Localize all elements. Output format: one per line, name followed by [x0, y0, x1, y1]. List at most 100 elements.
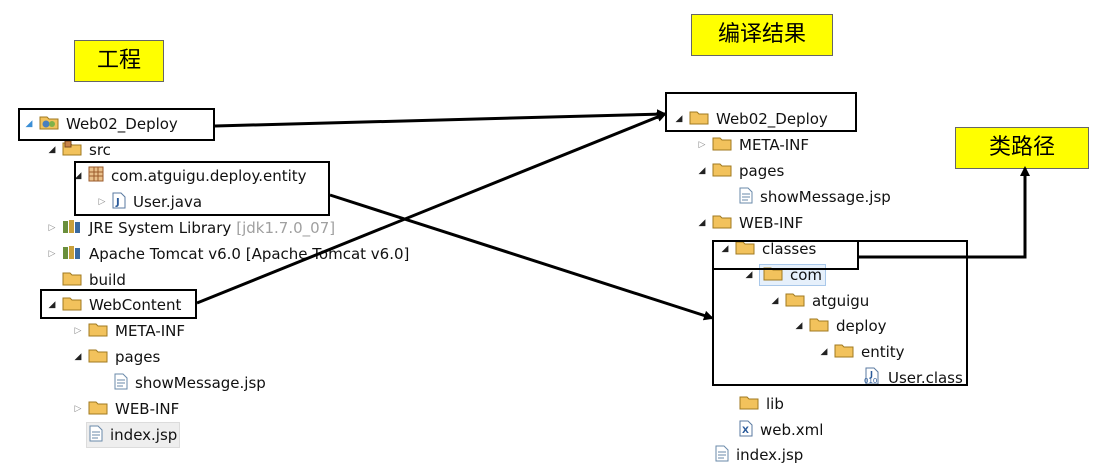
- tree-item-webcontent[interactable]: ◢ WebContent: [45, 293, 182, 317]
- expand-toggle-icon[interactable]: ▷: [48, 249, 56, 259]
- collapse-toggle-icon[interactable]: ◢: [675, 114, 683, 124]
- tree-item-label: src: [89, 141, 111, 159]
- tree-item-pages[interactable]: ◢ pages: [71, 345, 161, 369]
- tree-item-label: atguigu: [812, 292, 870, 310]
- tree-item-showmessage-jsp[interactable]: showMessage.jsp: [97, 371, 266, 395]
- folder-icon: [62, 295, 82, 315]
- tree-item-label: web.xml: [760, 421, 824, 439]
- expand-toggle-icon[interactable]: ◢: [25, 119, 33, 129]
- collapse-toggle-icon[interactable]: ◢: [698, 218, 706, 228]
- tree-item-label: index.jsp: [110, 426, 178, 444]
- tree-item-label: WebContent: [89, 296, 182, 314]
- svg-text:010: 010: [864, 377, 877, 385]
- tree-item-src[interactable]: ◢ src: [45, 138, 111, 162]
- project-icon: [39, 113, 59, 135]
- folder-icon: [62, 270, 82, 290]
- jsp-file-icon: [739, 187, 753, 208]
- collapse-toggle-icon[interactable]: ◢: [771, 296, 779, 306]
- tree-item-classes[interactable]: ◢ classes: [718, 237, 817, 261]
- library-icon: [62, 218, 82, 238]
- xml-file-icon: X: [739, 420, 753, 441]
- tree-item-label: JRE System Library: [89, 219, 232, 237]
- folder-icon: [88, 321, 108, 341]
- tree-item-entity[interactable]: ◢ entity: [817, 340, 905, 364]
- tree-item-web-inf[interactable]: ▷ WEB-INF: [71, 397, 180, 421]
- svg-text:J: J: [869, 370, 873, 379]
- tree-item-label: Web02_Deploy: [66, 115, 178, 133]
- tree-item-label: META-INF: [115, 322, 186, 340]
- tree-item-atguigu[interactable]: ◢ atguigu: [768, 289, 870, 313]
- tree-item-deploy[interactable]: ◢ deploy: [792, 314, 887, 338]
- expand-toggle-icon[interactable]: ▷: [698, 140, 706, 150]
- tree-item-label: User.class: [888, 369, 963, 387]
- folder-icon: [785, 291, 805, 311]
- tree-item-label: WEB-INF: [115, 400, 180, 418]
- tree-item-pages[interactable]: ◢ pages: [695, 159, 785, 183]
- tree-item-label: classes: [762, 240, 817, 258]
- tree-item-label: index.jsp: [736, 446, 804, 464]
- tree-item-label: pages: [115, 348, 161, 366]
- tree-item-web02-deploy[interactable]: ◢ Web02_Deploy: [672, 107, 828, 131]
- collapse-toggle-icon[interactable]: ◢: [820, 347, 828, 357]
- collapse-toggle-icon[interactable]: ◢: [48, 145, 56, 155]
- tree-item-package[interactable]: ◢ com.atguigu.deploy.entity: [71, 164, 307, 188]
- expand-toggle-icon[interactable]: ▷: [98, 197, 106, 207]
- classpath-label: 类路径: [955, 127, 1089, 169]
- collapse-toggle-icon[interactable]: ◢: [48, 300, 56, 310]
- tree-item-label: deploy: [836, 317, 887, 335]
- tree-item-index-jsp[interactable]: index.jsp: [698, 443, 803, 467]
- tree-item-project[interactable]: ◢ Web02_Deploy: [22, 112, 178, 136]
- compiled-result-label: 编译结果: [691, 14, 833, 56]
- expand-toggle-icon[interactable]: ▷: [74, 404, 82, 414]
- folder-icon: [712, 213, 732, 233]
- folder-icon: [88, 347, 108, 367]
- arrow-webcontent-to-deploy: [196, 112, 667, 305]
- tree-item-label: lib: [766, 395, 784, 413]
- collapse-toggle-icon[interactable]: ◢: [74, 171, 82, 181]
- tree-item-build[interactable]: build: [45, 268, 126, 292]
- tree-item-label: Web02_Deploy: [716, 110, 828, 128]
- tree-item-index-jsp[interactable]: index.jsp: [86, 422, 181, 448]
- expand-toggle-icon[interactable]: ▷: [48, 223, 56, 233]
- folder-icon: [712, 161, 732, 181]
- project-label: 工程: [74, 40, 164, 82]
- tree-item-meta-inf[interactable]: ▷ META-INF: [695, 133, 810, 157]
- tree-item-label: com.atguigu.deploy.entity: [111, 167, 307, 185]
- collapse-toggle-icon[interactable]: ◢: [745, 270, 753, 280]
- tree-item-web-inf[interactable]: ◢ WEB-INF: [695, 211, 804, 235]
- tree-item-label: WEB-INF: [739, 214, 804, 232]
- arrow-project-to-deploy: [214, 109, 667, 128]
- collapse-toggle-icon[interactable]: ◢: [795, 321, 803, 331]
- tree-item-web-xml[interactable]: X web.xml: [722, 418, 823, 442]
- jsp-file-icon: [89, 425, 103, 446]
- arrow-classes-to-classpath: [859, 166, 1030, 259]
- tree-item-user-java[interactable]: ▷ J User.java: [95, 190, 202, 214]
- tree-item-meta-inf[interactable]: ▷ META-INF: [71, 319, 186, 343]
- jsp-file-icon: [715, 445, 729, 466]
- tree-item-showmessage-jsp[interactable]: showMessage.jsp: [722, 185, 891, 209]
- webcontent-frame: [40, 289, 197, 319]
- folder-icon: [834, 342, 854, 362]
- tree-item-label: showMessage.jsp: [135, 374, 266, 392]
- tree-item-label: META-INF: [739, 136, 810, 154]
- tree-item-jre-library[interactable]: ▷ JRE System Library [jdk1.7.0_07]: [45, 216, 336, 240]
- tree-item-label: com: [790, 266, 823, 284]
- folder-icon: [689, 109, 709, 129]
- jsp-file-icon: [114, 373, 128, 394]
- collapse-toggle-icon[interactable]: ◢: [698, 166, 706, 176]
- package-frame: [74, 161, 330, 216]
- tree-item-label: pages: [739, 162, 785, 180]
- java-file-icon: J: [112, 192, 126, 213]
- svg-text:J: J: [115, 197, 120, 208]
- tree-item-extra: [jdk1.7.0_07]: [236, 219, 336, 237]
- folder-icon: [809, 316, 829, 336]
- package-icon: [88, 166, 104, 186]
- collapse-toggle-icon[interactable]: ◢: [721, 244, 729, 254]
- expand-toggle-icon[interactable]: ▷: [74, 326, 82, 336]
- tree-item-lib[interactable]: lib: [722, 392, 784, 416]
- collapse-toggle-icon[interactable]: ◢: [74, 352, 82, 362]
